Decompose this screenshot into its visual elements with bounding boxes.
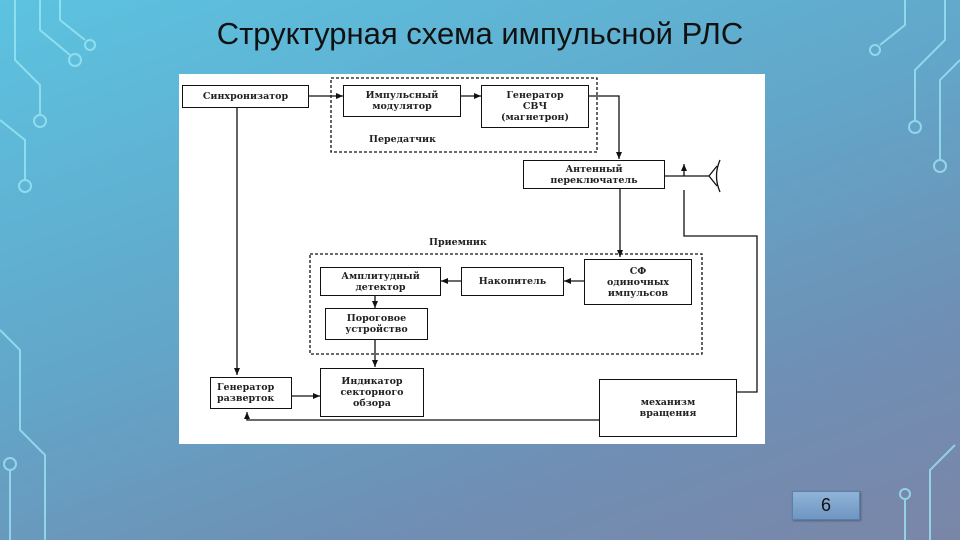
matched-filter-block: СФ одиночных импульсов <box>584 259 692 305</box>
amp-detector-block: Амплитудный детектор <box>320 267 441 296</box>
page-number: 6 <box>792 491 860 520</box>
transmitter-group-frame <box>330 77 598 153</box>
modulator-block: Импульсный модулятор <box>343 85 461 117</box>
threshold-block: Пороговое устройство <box>325 308 428 340</box>
block-diagram: Синхронизатор Импульсный модулятор Генер… <box>179 74 765 444</box>
sync-block: Синхронизатор <box>182 85 309 108</box>
rotation-mechanism-block: механизм вращения <box>599 379 737 437</box>
sweep-generator-block: Генератор разверток <box>210 377 292 409</box>
accumulator-block: Накопитель <box>461 267 564 296</box>
receiver-label: Приемник <box>429 237 487 248</box>
antenna-switch-block: Антенный переключатель <box>523 160 665 189</box>
indicator-block: Индикатор секторного обзора <box>320 368 424 417</box>
transmitter-label: Передатчик <box>369 134 436 145</box>
diagram-connectors <box>234 77 758 421</box>
generator-block: Генератор СВЧ (магнетрон) <box>481 85 589 128</box>
receiver-group-frame <box>309 253 703 355</box>
slide-title: Структурная схема импульсной РЛС <box>216 16 744 51</box>
